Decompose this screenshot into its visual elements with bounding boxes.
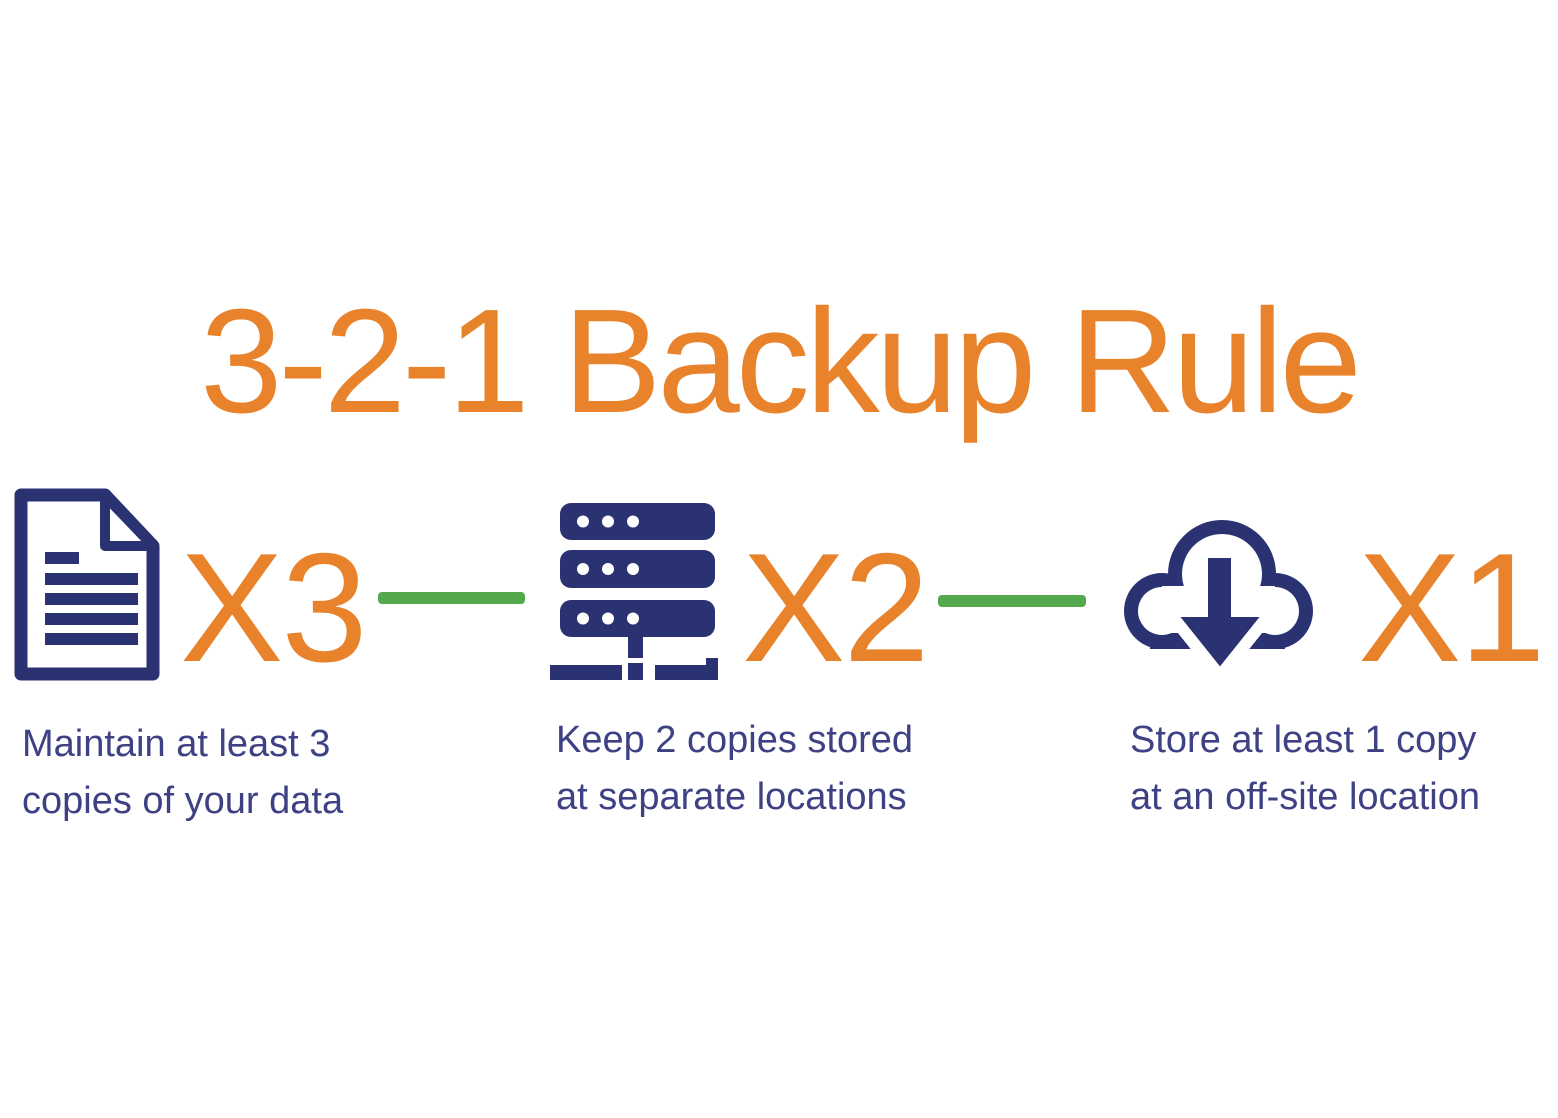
connector-line-1 bbox=[378, 592, 525, 604]
caption-step-3: Store at least 1 copy at an off-site loc… bbox=[1130, 712, 1480, 826]
caption-step-2-line-2: at separate locations bbox=[556, 776, 907, 818]
multiplier-x2: X2 bbox=[742, 521, 930, 694]
caption-step-2-line-1: Keep 2 copies stored bbox=[556, 719, 914, 761]
connector-line-2 bbox=[938, 595, 1086, 607]
multiplier-x3: X3 bbox=[180, 521, 368, 694]
caption-step-1: Maintain at least 3 copies of your data bbox=[22, 716, 343, 830]
caption-step-3-line-2: at an off-site location bbox=[1130, 776, 1480, 818]
caption-step-1-line-2: copies of your data bbox=[22, 780, 344, 822]
multiplier-x1: X1 bbox=[1358, 521, 1546, 694]
page-title: 3-2-1 Backup Rule bbox=[200, 279, 1362, 444]
caption-step-1-line-1: Maintain at least 3 bbox=[22, 723, 331, 765]
caption-step-3-line-1: Store at least 1 copy bbox=[1130, 719, 1477, 761]
caption-step-2: Keep 2 copies stored at separate locatio… bbox=[556, 712, 913, 826]
document-icon bbox=[14, 488, 160, 681]
server-icon bbox=[550, 503, 718, 680]
cloud-download-icon bbox=[1124, 520, 1313, 686]
